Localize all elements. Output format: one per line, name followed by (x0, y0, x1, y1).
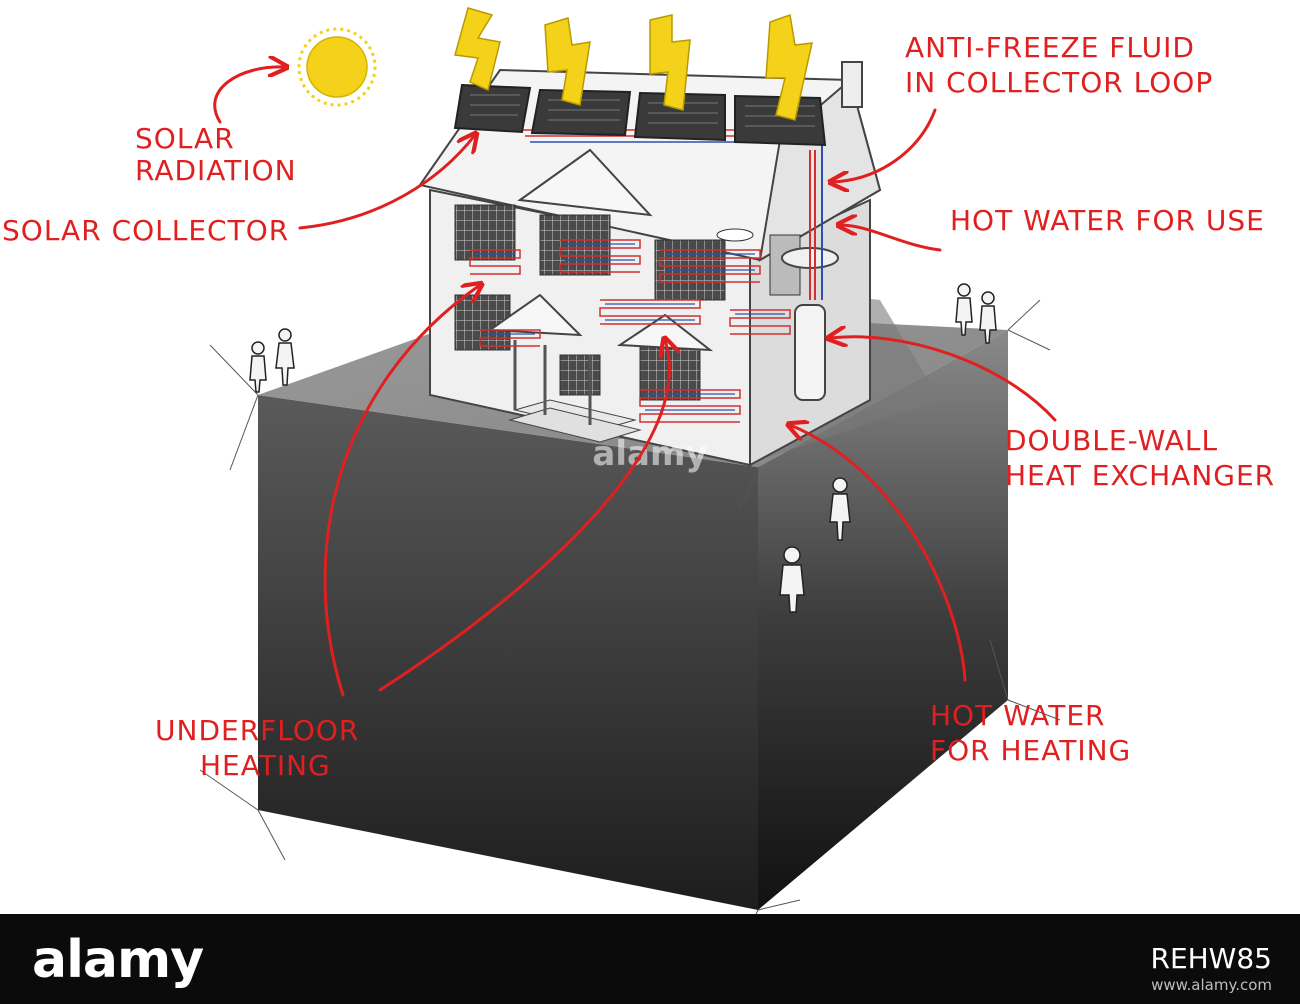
label-hot-water-heating-1: HOT WATER (930, 699, 1105, 732)
label-solar-radiation-2: RADIATION (135, 154, 297, 187)
label-solar-radiation-1: SOLAR (135, 122, 235, 155)
label-hot-water-heating-2: FOR HEATING (930, 734, 1131, 767)
label-solar-collector: SOLAR COLLECTOR (2, 214, 289, 247)
label-double-wall-2: HEAT EXCHANGER (1005, 459, 1275, 492)
image-id: REHW85 (1150, 942, 1272, 975)
label-anti-freeze-1: ANTI-FREEZE FLUID (905, 31, 1195, 64)
footer-url: www.alamy.com (1151, 976, 1272, 994)
label-hot-water-use: HOT WATER FOR USE (950, 204, 1265, 237)
label-underfloor-1: UNDERFLOOR (155, 714, 359, 747)
arrow-solar-radiation (215, 67, 285, 122)
footer-bar: alamy REHW85 www.alamy.com (0, 914, 1300, 1004)
alamy-logo: alamy (32, 930, 203, 990)
label-anti-freeze-2: IN COLLECTOR LOOP (905, 66, 1213, 99)
label-underfloor-2: HEATING (200, 749, 331, 782)
sun-icon (299, 29, 375, 105)
label-double-wall-1: DOUBLE-WALL (1005, 424, 1218, 457)
